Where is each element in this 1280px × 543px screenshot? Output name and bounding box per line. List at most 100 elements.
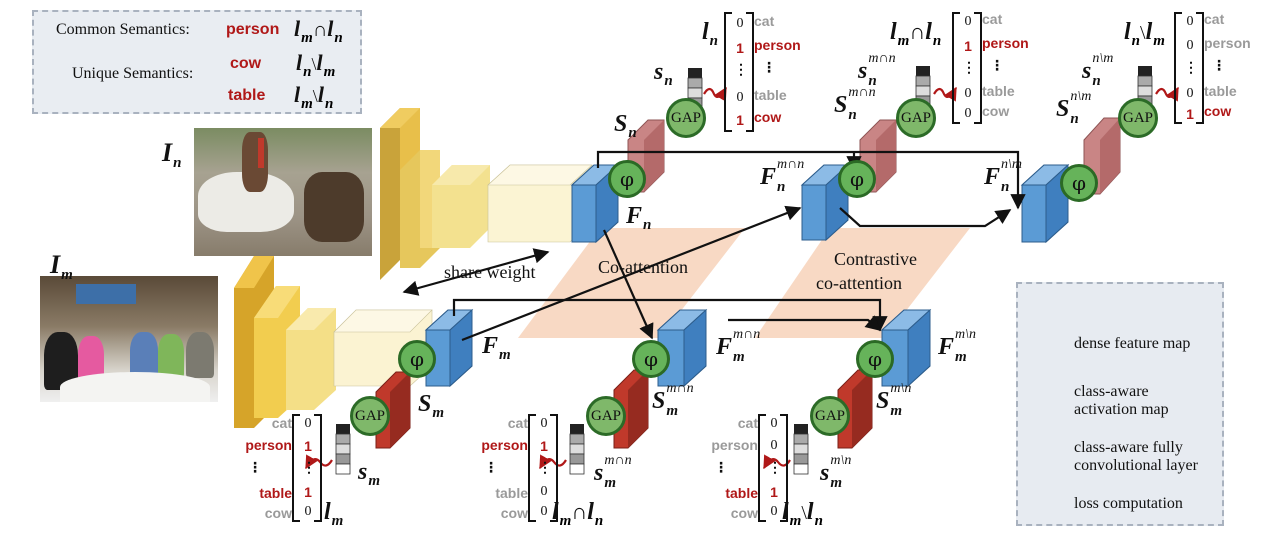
semantics-box bbox=[32, 10, 362, 114]
class-list-n-minus-m: cat person ⋮ table cow bbox=[1204, 12, 1251, 118]
phi-icon-fm: φ bbox=[398, 340, 436, 378]
vector-cell: 0 bbox=[770, 504, 778, 519]
class-table: table bbox=[1204, 83, 1237, 99]
person-shape-2 bbox=[242, 132, 268, 192]
class-list-m-minus-n: cat person ⋮ table cow bbox=[704, 416, 758, 520]
vector-cell: 1 bbox=[736, 40, 744, 56]
person-shape bbox=[158, 334, 184, 378]
vector-cell: 0 bbox=[736, 90, 744, 105]
vector-cell: 0 bbox=[540, 416, 548, 431]
backbone-m bbox=[234, 256, 474, 428]
backbone-n bbox=[380, 108, 620, 280]
gap-icon-sn-unique: GAP bbox=[1118, 98, 1158, 138]
vector-cell: ⋮ bbox=[734, 63, 748, 78]
feature-map-m-unique bbox=[880, 308, 932, 388]
legend-cam-label-2: activation map bbox=[1074, 401, 1169, 418]
feature-vector-sm bbox=[335, 424, 351, 475]
contrastive-label-1: Contrastive bbox=[834, 249, 917, 269]
vector-cell: 1 bbox=[964, 38, 972, 54]
feature-vector-sm-unique bbox=[793, 424, 809, 475]
vector-cell: 0 bbox=[304, 416, 312, 431]
class-cow: cow bbox=[500, 505, 528, 521]
vector-cell: 1 bbox=[540, 438, 548, 454]
class-table: table bbox=[725, 485, 758, 501]
vector-title-mn-top: lm∩ln bbox=[890, 19, 942, 49]
vector-cell: 0 bbox=[964, 14, 972, 29]
contrastive-label-2: co-attention bbox=[816, 273, 902, 293]
feature-vector-sm-common bbox=[569, 424, 585, 475]
class-cow: cow bbox=[1204, 103, 1232, 119]
legend-dense-label: dense feature map bbox=[1074, 335, 1191, 352]
class-person: person bbox=[711, 437, 758, 453]
vector-title-ln: ln bbox=[702, 19, 719, 49]
vector-cell: 0 bbox=[1186, 14, 1194, 29]
table-shape bbox=[60, 372, 210, 402]
vector-cell: 0 bbox=[964, 106, 972, 121]
phi-icon-fn: φ bbox=[608, 160, 646, 198]
feature-map-m-common bbox=[656, 308, 708, 388]
class-cat: cat bbox=[737, 415, 758, 431]
contrastive-co-attention-region bbox=[755, 228, 970, 338]
class-cat: cat bbox=[1204, 11, 1225, 27]
person-shape bbox=[304, 172, 364, 242]
class-person: person bbox=[982, 35, 1029, 51]
vector-cell: 1 bbox=[304, 484, 312, 500]
unique-semantics-word-cow: cow bbox=[230, 55, 262, 72]
flow-arrows bbox=[402, 150, 1026, 342]
class-cat: cat bbox=[271, 415, 292, 431]
gap-icon-sm-common: GAP bbox=[586, 396, 626, 436]
legend-cam-label-1: class-aware bbox=[1074, 383, 1149, 400]
vector-title-m-minus-n: lm\ln bbox=[782, 499, 823, 529]
person-shape bbox=[130, 332, 158, 378]
gap-icon-sn-common: GAP bbox=[896, 98, 936, 138]
vector-title-mn-bottom: lm∩ln bbox=[552, 499, 604, 529]
image-n-label: In bbox=[162, 138, 182, 171]
share-weight-label: share weight bbox=[444, 262, 536, 282]
vector-cell: 0 bbox=[304, 504, 312, 519]
image-m-dinner-table bbox=[40, 276, 218, 402]
vector-cell: 0 bbox=[540, 484, 548, 499]
image-n-cow-person bbox=[194, 128, 372, 256]
phi-icon-fn-common: φ bbox=[838, 160, 876, 198]
class-list-ln: cat person ⋮ table cow bbox=[754, 14, 801, 124]
phi-icon-fn-unique: φ bbox=[1060, 164, 1098, 202]
vector-cell: 0 bbox=[1186, 38, 1194, 53]
class-table: table bbox=[495, 485, 528, 501]
vector-cell: 0 bbox=[770, 438, 778, 453]
class-list-mn-bottom: cat person ⋮ table cow bbox=[476, 416, 528, 520]
wall-painting bbox=[76, 284, 136, 304]
gap-icon-sn: GAP bbox=[666, 98, 706, 138]
vector-l-n-minus-m: 0 0 ⋮ 0 1 bbox=[1174, 12, 1204, 124]
vector-cell: ⋮ bbox=[1184, 61, 1198, 76]
class-dots: ⋮ bbox=[714, 459, 728, 475]
unique-semantics-label: Unique Semantics: bbox=[72, 65, 194, 82]
class-cow: cow bbox=[754, 109, 782, 125]
activation-map-m-common bbox=[613, 369, 649, 449]
co-attention-region bbox=[518, 228, 745, 338]
co-attention-label: Co-attention bbox=[598, 257, 688, 277]
vector-title-n-minus-m: ln\lm bbox=[1124, 19, 1165, 49]
class-person: person bbox=[754, 37, 801, 53]
class-cow: cow bbox=[264, 505, 292, 521]
vector-cell: ⋮ bbox=[962, 61, 976, 76]
vector-cell: 0 bbox=[540, 504, 548, 519]
sign-post bbox=[258, 138, 264, 168]
vector-cell: ⋮ bbox=[302, 461, 316, 476]
image-m-label: Im bbox=[50, 250, 73, 283]
unique-semantics-formula-1: ln\lm bbox=[296, 50, 336, 80]
class-table: table bbox=[982, 83, 1015, 99]
class-dots: ⋮ bbox=[248, 459, 262, 475]
vector-cell: 1 bbox=[304, 438, 312, 454]
class-cow: cow bbox=[730, 505, 758, 521]
vector-cell: 0 bbox=[1186, 86, 1194, 101]
vector-ln: 0 1 ⋮ 0 1 bbox=[724, 12, 754, 132]
unique-semantics-formula-2: lm\ln bbox=[294, 82, 334, 112]
vector-lm: 0 1 ⋮ 1 0 bbox=[292, 414, 322, 522]
